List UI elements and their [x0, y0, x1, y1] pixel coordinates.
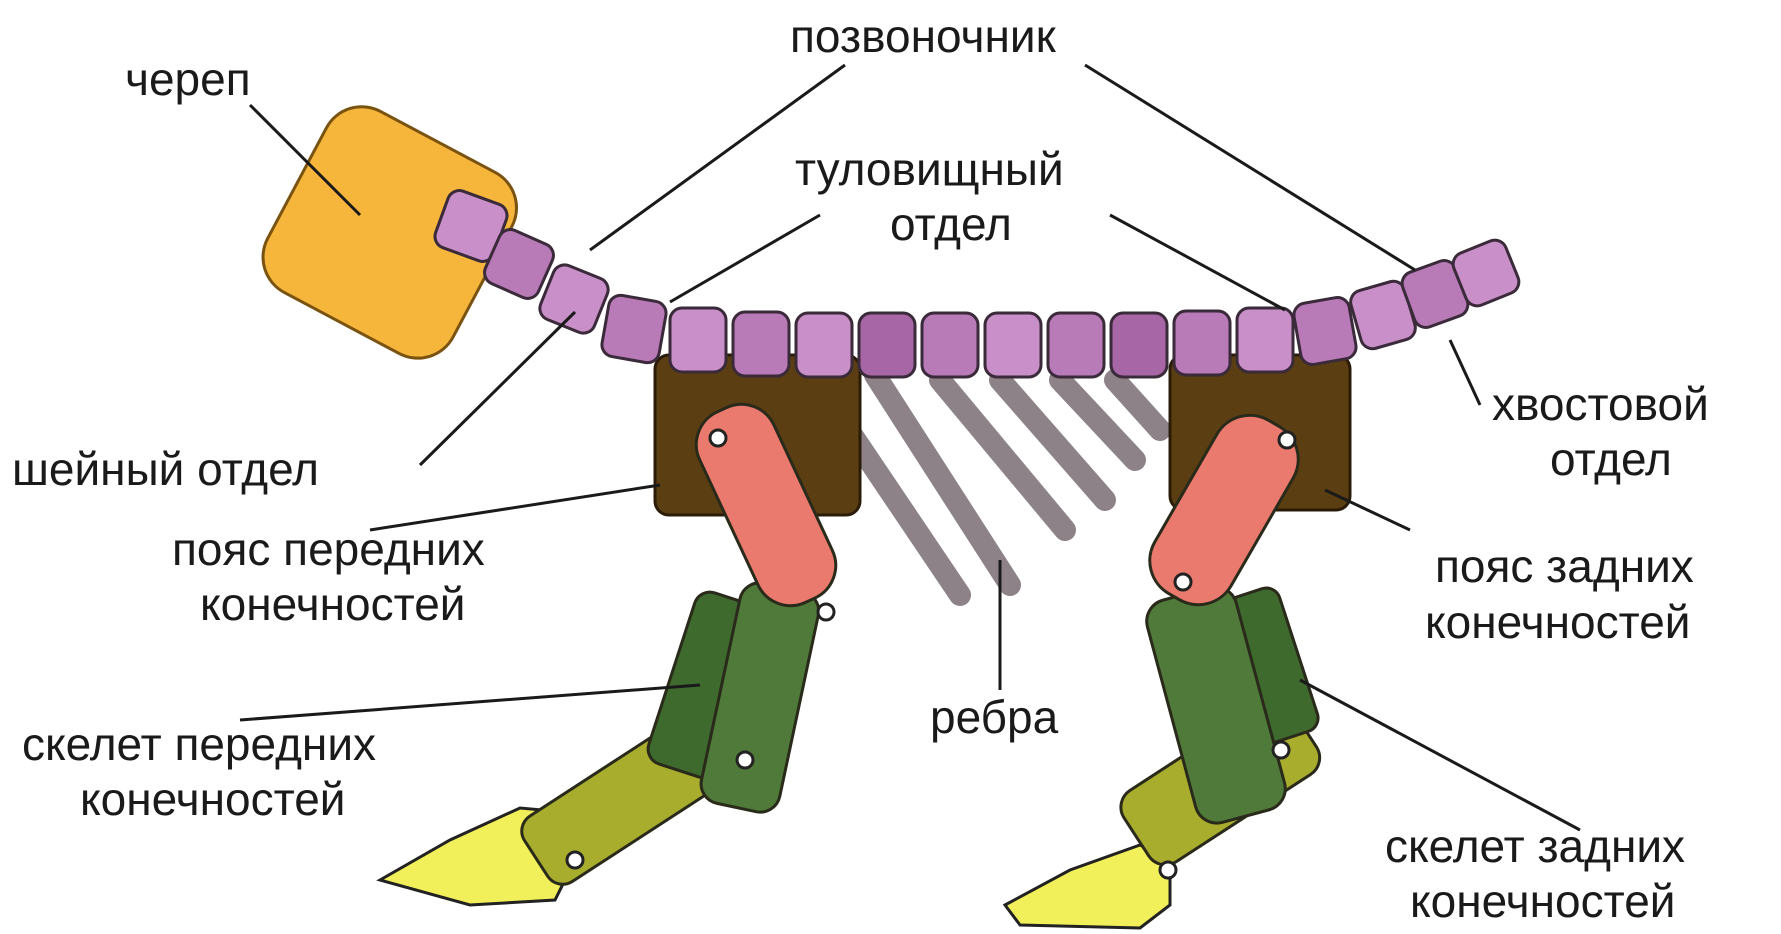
vertebra: [733, 312, 789, 376]
label-neck: шейный отдел: [12, 443, 319, 495]
joint: [737, 752, 753, 768]
hind-limb: [1005, 401, 1327, 928]
label-front-girdle-line1: пояс передних: [172, 523, 485, 575]
vertebra: [670, 308, 726, 372]
label-hind-limb-line2: конечностей: [1410, 875, 1675, 927]
vertebra: [1292, 296, 1358, 367]
vertebra: [1048, 313, 1104, 377]
joint: [1160, 862, 1176, 878]
vertebra: [1237, 308, 1293, 372]
label-hind-girdle-line2: конечностей: [1425, 596, 1690, 648]
label-hind-limb-line1: скелет задних: [1385, 820, 1685, 872]
vertebra: [922, 313, 978, 377]
label-trunk-line2: отдел: [890, 198, 1012, 250]
joint: [1279, 432, 1295, 448]
joint: [1273, 742, 1289, 758]
vertebra: [859, 313, 915, 377]
label-spine: позвоночник: [790, 10, 1057, 62]
label-front-limb-line1: скелет передних: [22, 718, 376, 770]
joint: [710, 430, 726, 446]
vertebra: [600, 293, 668, 364]
label-ribs: ребра: [930, 691, 1059, 743]
label-trunk-line1: туловищный: [795, 143, 1064, 195]
label-front-limb-line2: конечностей: [80, 773, 345, 825]
vertebra: [1174, 311, 1230, 375]
front-limb: [380, 393, 848, 905]
vertebra: [985, 313, 1041, 377]
rib: [1115, 380, 1160, 430]
vertebra: [1111, 313, 1167, 377]
joint: [1175, 574, 1191, 590]
label-skull: череп: [125, 53, 251, 105]
joint: [567, 852, 583, 868]
label-hind-girdle-line1: пояс задних: [1435, 540, 1694, 592]
label-front-girdle-line2: конечностей: [200, 578, 465, 630]
label-tail-line2: отдел: [1550, 433, 1672, 485]
ribs: [815, 375, 1160, 595]
hind-foot: [1005, 845, 1170, 928]
vertebra: [796, 313, 852, 377]
joint: [818, 604, 834, 620]
label-tail-line1: хвостовой: [1492, 378, 1709, 430]
